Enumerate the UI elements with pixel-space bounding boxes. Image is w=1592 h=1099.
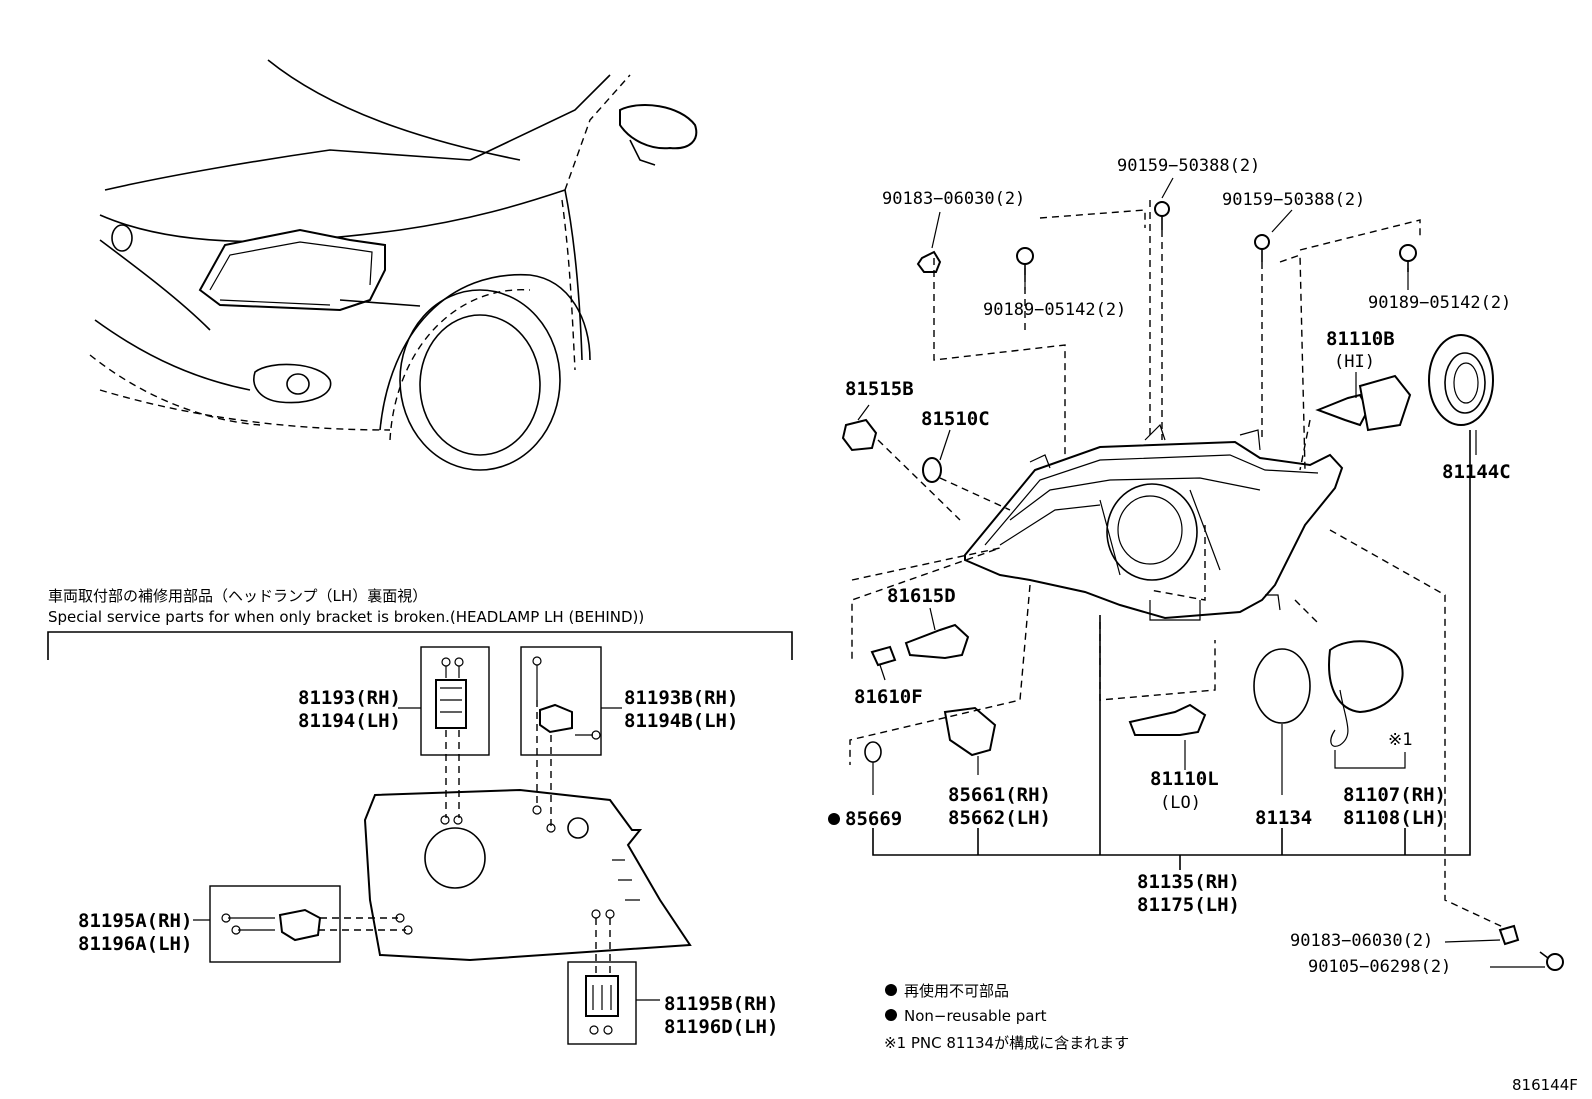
- label-90105: 90105−06298(2): [1308, 957, 1451, 977]
- label-90189-b: 90189−05142(2): [1368, 293, 1511, 313]
- label-81107-rh: 81107(RH): [1343, 784, 1446, 806]
- clip-box-81195B: [567, 961, 637, 1045]
- screw-90159-b: [1254, 234, 1270, 262]
- label-81195a-rh: 81195A(RH): [78, 910, 192, 932]
- unit-85661: [943, 706, 997, 757]
- legend-dot-jp: 再使用不可部品: [904, 982, 1009, 1000]
- label-81615d: 81615D: [887, 585, 956, 607]
- label-90159-b: 90159−50388(2): [1222, 190, 1365, 210]
- legend-dot-en: Non−reusable part: [904, 1007, 1047, 1025]
- bulb-81110L: [1128, 703, 1207, 736]
- label-star1: ※1: [1388, 730, 1412, 750]
- label-81110b-sub: (HI): [1334, 352, 1375, 372]
- ring-85669: [864, 741, 882, 763]
- label-81135-rh: 81135(RH): [1137, 871, 1240, 893]
- label-81515b: 81515B: [845, 378, 914, 400]
- label-81134: 81134: [1255, 807, 1312, 829]
- label-81110l: 81110L: [1150, 768, 1219, 790]
- label-90183-a: 90183−06030(2): [882, 189, 1025, 209]
- bulb-81610F: [870, 645, 897, 667]
- nonreusable-dot-icon: [828, 813, 840, 825]
- label-81110b: 81110B: [1326, 328, 1395, 350]
- screw-90105: [1539, 951, 1564, 971]
- jp-title: 車両取付部の補修用部品（ヘッドランプ（LH）裏面視）: [48, 587, 427, 605]
- bulb-81510C: [922, 457, 942, 483]
- label-81144c: 81144C: [1442, 461, 1511, 483]
- label-85661-rh: 85661(RH): [948, 784, 1051, 806]
- label-90189-a: 90189−05142(2): [983, 300, 1126, 320]
- label-81196a-lh: 81196A(LH): [78, 933, 192, 955]
- label-81108-lh: 81108(LH): [1343, 807, 1446, 829]
- label-81110l-sub: (LO): [1160, 793, 1201, 813]
- label-81194-lh: 81194(LH): [298, 710, 401, 732]
- label-81610f: 81610F: [854, 686, 923, 708]
- clip-box-81195A: [209, 885, 341, 963]
- bulb-81110B: [1315, 374, 1412, 432]
- clip-box-81193: [420, 646, 490, 756]
- headlamp-assembly: [964, 423, 1344, 621]
- gasket-81134: [1253, 648, 1311, 724]
- legend-dot-icon: [885, 984, 897, 996]
- unit-81107: [1328, 640, 1404, 747]
- clip-90183-bottom: [1498, 924, 1520, 946]
- label-81195b-rh: 81195B(RH): [664, 993, 778, 1015]
- legend-dot-icon-2: [885, 1009, 897, 1021]
- label-81193b-rh: 81193B(RH): [624, 687, 738, 709]
- label-81194b-lh: 81194B(LH): [624, 710, 738, 732]
- screw-90189-b: [1399, 244, 1417, 272]
- clip-box-81193B: [520, 646, 602, 756]
- bracket-service-frame: [47, 631, 793, 660]
- label-90159-a: 90159−50388(2): [1117, 156, 1260, 176]
- legend-note1: ※1 PNC 81134が構成に含まれます: [884, 1034, 1129, 1052]
- label-81196d-lh: 81196D(LH): [664, 1016, 778, 1038]
- screw-90159-a: [1154, 201, 1170, 230]
- cover-81144C: [1428, 334, 1494, 426]
- socket-81515B: [841, 418, 878, 452]
- label-85662-lh: 85662(LH): [948, 807, 1051, 829]
- label-90183-b: 90183−06030(2): [1290, 931, 1433, 951]
- headlamp-housing-behind: [318, 700, 692, 976]
- diagram-id: 816144F: [1512, 1076, 1578, 1094]
- label-81193-rh: 81193(RH): [298, 687, 401, 709]
- label-81510c: 81510C: [921, 408, 990, 430]
- label-85669: 85669: [845, 808, 902, 830]
- bolt-90183-top: [916, 250, 942, 273]
- car-front-illustration: [89, 59, 698, 471]
- socket-81615D: [904, 623, 970, 660]
- label-81175-lh: 81175(LH): [1137, 894, 1240, 916]
- en-title: Special service parts for when only brac…: [48, 608, 644, 626]
